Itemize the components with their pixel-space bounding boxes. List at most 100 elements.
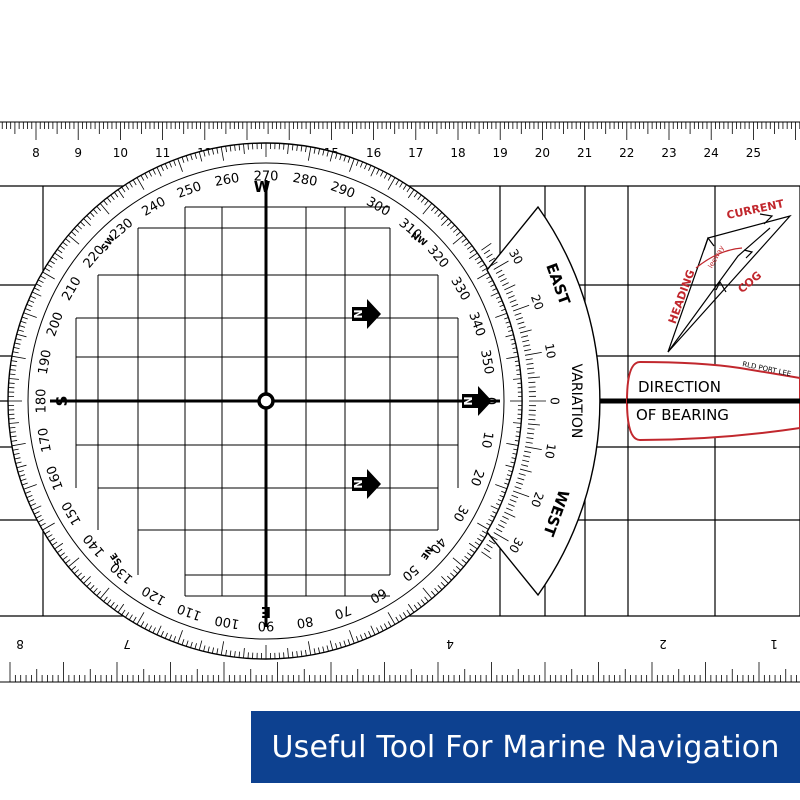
- compass-tick: [402, 184, 407, 190]
- compass-degree-label: 270: [254, 170, 279, 185]
- compass-tick: [35, 283, 42, 287]
- compass-tick: [474, 541, 481, 546]
- variation-tick: [488, 540, 496, 545]
- variation-tick: [500, 278, 507, 282]
- compass-tick: [59, 552, 65, 557]
- compass-tick: [296, 651, 298, 658]
- top-scale-label: 20: [535, 146, 550, 160]
- compass-tick: [106, 599, 112, 605]
- bottom-scale-label: 4: [446, 637, 454, 651]
- compass-tick: [318, 647, 321, 654]
- compass-tick: [93, 209, 98, 214]
- variation-tick: [483, 249, 491, 255]
- compass-tick: [450, 224, 455, 230]
- compass-tick: [407, 603, 415, 613]
- compass-tick: [10, 364, 17, 367]
- compass-tick: [190, 641, 193, 648]
- compass-tick: [11, 355, 26, 360]
- compass-tick: [467, 552, 473, 557]
- compass-tick: [103, 596, 108, 602]
- variation-tick: [527, 423, 540, 426]
- compass-tick: [24, 308, 31, 312]
- compass-tick: [8, 422, 19, 424]
- compass-tick: [9, 426, 16, 429]
- variation-tick: [511, 494, 519, 499]
- compass-tick: [387, 177, 396, 190]
- variation-tick: [526, 437, 534, 439]
- compass-tick: [479, 263, 486, 268]
- compass-tick: [128, 614, 133, 621]
- compass-tick: [395, 616, 400, 623]
- north-arrow-lower: N: [351, 469, 381, 499]
- compass-tick: [291, 651, 294, 658]
- compass-tick: [440, 215, 446, 221]
- compass-tick: [434, 588, 439, 593]
- compass-tick: [238, 651, 241, 658]
- cardinal-south-label: S: [53, 396, 71, 407]
- compass-tick: [383, 623, 388, 629]
- compass-tick: [152, 168, 156, 175]
- compass-tick: [59, 245, 65, 250]
- compass-tick: [42, 522, 55, 531]
- compass-tick: [243, 143, 245, 154]
- compass-tick: [181, 639, 185, 646]
- compass-tick: [287, 648, 289, 659]
- compass-tick: [177, 158, 183, 172]
- compass-tick: [318, 148, 321, 155]
- compass-tick: [140, 621, 145, 627]
- compass-tick: [446, 575, 452, 581]
- compass-tick: [164, 632, 168, 639]
- compass-tick: [40, 275, 46, 280]
- variation-tick: [507, 503, 515, 507]
- compass-tick: [387, 612, 396, 625]
- compass-tick: [168, 161, 172, 168]
- compass-tick: [9, 369, 16, 371]
- compass-tick: [77, 572, 82, 578]
- compass-tick: [132, 616, 137, 623]
- compass-tick: [355, 636, 359, 643]
- compass-tick: [225, 649, 227, 656]
- variation-label: 0: [548, 397, 562, 405]
- bottom-scale-label: 7: [123, 637, 131, 651]
- compass-tick: [464, 241, 470, 247]
- compass-tick: [74, 569, 79, 574]
- top-scale-label: 9: [74, 146, 82, 160]
- compass-tick: [17, 470, 24, 473]
- compass-tick: [216, 648, 219, 655]
- compass-tick: [86, 215, 92, 221]
- compass-tick: [49, 537, 55, 542]
- variation-tick: [504, 284, 516, 291]
- variation-tick: [491, 536, 498, 541]
- variation-tick: [526, 432, 535, 435]
- compass-tick: [30, 503, 36, 507]
- compass-degree-label: 180: [35, 389, 50, 414]
- bottom-scale-label: 8: [16, 637, 24, 651]
- compass-tick: [313, 147, 316, 154]
- compass-tick: [343, 640, 347, 647]
- cardinal-west-label: W: [254, 178, 271, 196]
- north-arrow-upper: N: [351, 299, 381, 329]
- compass-tick: [125, 184, 130, 190]
- compass-tick: [33, 287, 40, 291]
- compass-tick: [477, 260, 483, 265]
- compass-tick: [68, 557, 80, 568]
- compass-tick: [12, 448, 19, 451]
- compass-tick: [347, 156, 351, 163]
- compass-tick: [322, 149, 325, 156]
- variation-tick: [507, 295, 515, 299]
- variation-tick: [509, 499, 517, 503]
- compass-tick: [469, 249, 475, 254]
- top-scale-label: 10: [113, 146, 128, 160]
- variation-tick: [513, 304, 530, 312]
- variation-ticks: [481, 242, 546, 560]
- variation-tick: [527, 376, 540, 379]
- compass-tick: [110, 602, 115, 608]
- compass-tick: [83, 218, 91, 226]
- compass-tick: [407, 189, 415, 199]
- north-arrow-center: N: [461, 386, 492, 416]
- compass-tick: [136, 177, 145, 190]
- compass-tick: [74, 228, 79, 233]
- compass-tick: [148, 625, 152, 632]
- variation-tick: [521, 464, 529, 467]
- compass-tick: [431, 590, 436, 596]
